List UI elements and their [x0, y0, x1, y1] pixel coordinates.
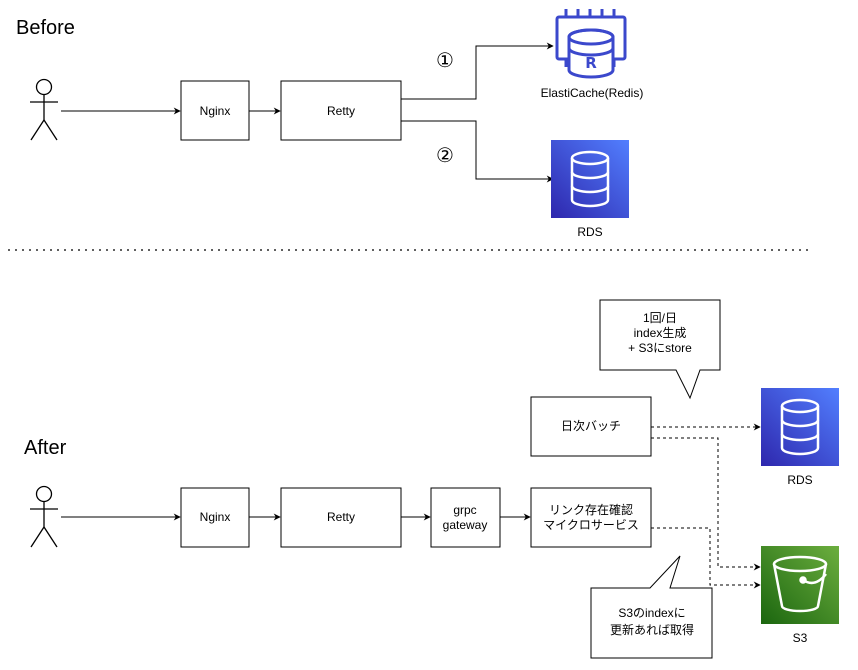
before-rds-label: RDS — [577, 225, 602, 239]
s3-label: S3 — [793, 631, 808, 645]
after-retty-label: Retty — [327, 510, 355, 524]
step-one-label: ① — [436, 48, 454, 72]
step-two-label: ② — [436, 143, 454, 167]
elasticache-label: ElastiCache(Redis) — [541, 86, 644, 100]
redis-letter: R — [585, 54, 597, 72]
link-service-label-line2: マイクロサービス — [543, 518, 639, 532]
link-service-box — [530, 487, 652, 548]
after-nginx-box — [180, 487, 250, 548]
grpc-gateway-label-line2: gateway — [443, 518, 488, 532]
batch-callout — [599, 299, 721, 400]
after-retty-box — [280, 487, 402, 548]
service-callout — [590, 555, 713, 659]
after-user-actor-icon — [30, 485, 58, 548]
before-nginx-label: Nginx — [200, 104, 231, 118]
before-connectors — [61, 42, 554, 183]
batch-callout-line2: index生成 — [634, 326, 687, 340]
batch-label: 日次バッチ — [561, 419, 621, 433]
s3-bucket-icon — [761, 546, 839, 624]
service-callout-line2: 更新あれば取得 — [610, 622, 694, 637]
before-title: Before — [16, 17, 75, 39]
grpc-gateway-label-line1: grpc — [453, 503, 476, 517]
batch-box — [530, 396, 652, 457]
batch-callout-line1: 1回/日 — [643, 311, 677, 325]
before-nginx-box — [180, 80, 250, 141]
elasticache-redis-icon — [555, 9, 627, 79]
after-title: After — [24, 437, 67, 459]
before-retty-label: Retty — [327, 104, 355, 118]
after-dashed-connectors — [651, 423, 761, 589]
before-rds-icon — [551, 140, 629, 218]
link-service-label-line1: リンク存在確認 — [549, 502, 633, 517]
after-nginx-label: Nginx — [200, 510, 231, 524]
after-rds-icon — [761, 388, 839, 466]
user-actor-icon — [30, 78, 58, 141]
service-callout-line1: S3のindexに — [618, 606, 685, 620]
grpc-gateway-box — [430, 487, 501, 548]
batch-callout-line3: + S3にstore — [628, 341, 692, 355]
before-retty-box — [280, 80, 402, 141]
after-rds-label: RDS — [787, 473, 812, 487]
